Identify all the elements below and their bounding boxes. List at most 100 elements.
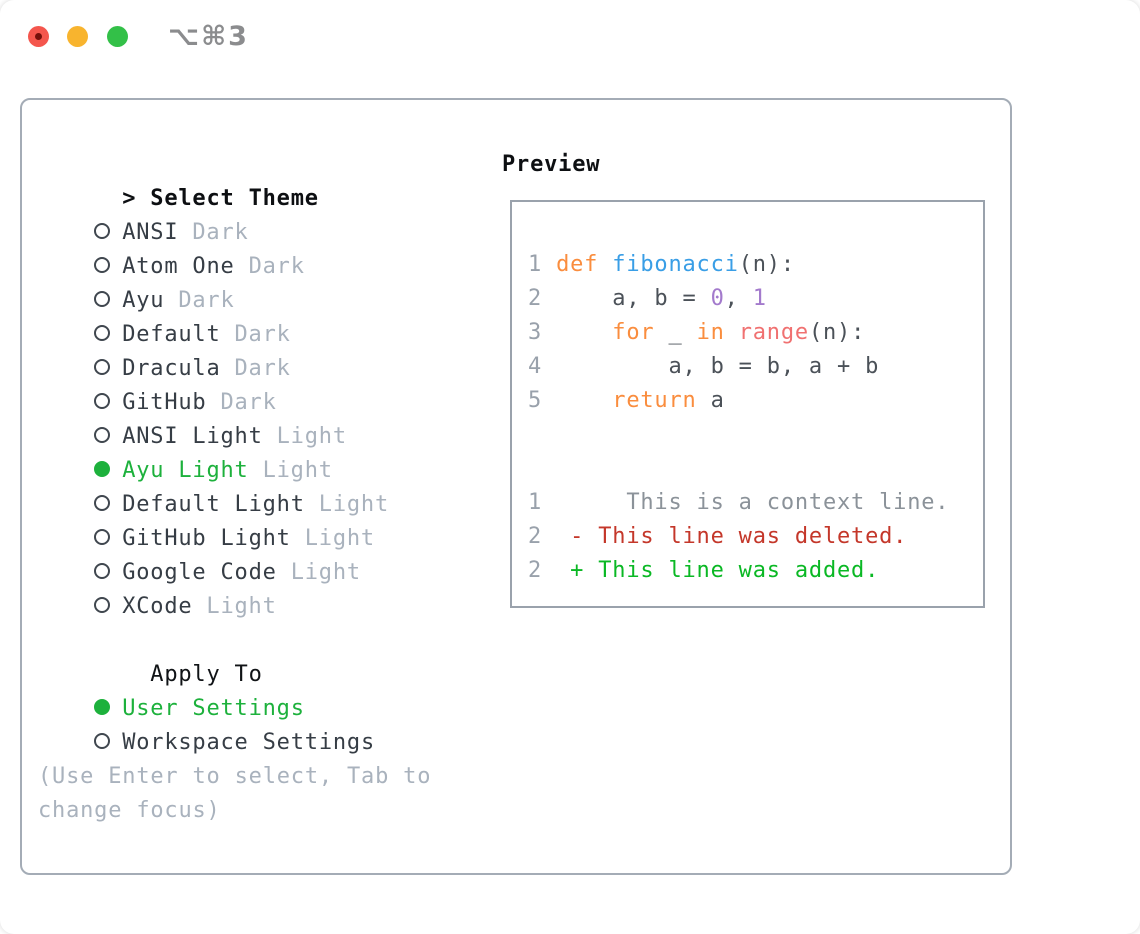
option-tag: Dark (178, 288, 235, 313)
apply-to-list: User Settings Workspace Settings (38, 658, 488, 755)
line-number: 3 (528, 320, 557, 345)
apply-option-workspace-settings[interactable]: Workspace Settings (38, 692, 488, 755)
code-token: - This line was deleted. (556, 524, 908, 549)
code-token: a (696, 388, 725, 413)
code-token: range (738, 320, 809, 345)
option-label: User Settings (122, 696, 305, 721)
code-token: , (724, 286, 753, 311)
code-token: (n): (738, 252, 795, 277)
line-number: 2 (528, 558, 557, 583)
code-token: + This line was added. (556, 558, 880, 583)
code-line: 5 return a (528, 384, 983, 418)
theme-option-atom-one[interactable]: Atom One Dark (38, 216, 488, 279)
radio-icon (94, 216, 122, 250)
radio-icon (94, 386, 122, 420)
theme-option-google-code[interactable]: Google Code Light (38, 522, 488, 585)
theme-option-github-light[interactable]: GitHub Light Light (38, 488, 488, 551)
code-token: 0 (710, 286, 725, 311)
radio-icon (94, 726, 122, 760)
option-tag: Dark (248, 254, 305, 279)
radio-icon (94, 590, 122, 624)
radio-icon (94, 522, 122, 556)
code-token: a, b = (556, 286, 711, 311)
apply-to-title: Apply To (150, 662, 263, 687)
radio-icon (94, 454, 122, 488)
code-token: in (696, 320, 725, 345)
code-line: 2 a, b = 0, 1 (528, 282, 983, 316)
zoom-button[interactable] (107, 26, 128, 47)
code-line: 1 This is a context line. (528, 486, 983, 520)
code-line: 4 a, b = b, a + b (528, 350, 983, 384)
theme-option-default[interactable]: Default Dark (38, 284, 488, 347)
option-label: Dracula (122, 356, 221, 381)
code-line (528, 452, 983, 486)
code-token: def (556, 252, 599, 277)
option-label: GitHub Light (122, 526, 291, 551)
line-number: 2 (528, 524, 557, 549)
apply-option-user-settings[interactable]: User Settings (38, 658, 488, 721)
help-line: (Use Enter to select, Tab to (38, 764, 432, 789)
radio-icon (94, 284, 122, 318)
select-theme-header: >Select Theme (38, 148, 488, 211)
option-label: Google Code (122, 560, 277, 585)
code-token: return (612, 388, 697, 413)
minimize-button[interactable] (67, 26, 88, 47)
option-tag: Dark (220, 390, 277, 415)
code-line: 2 - This line was deleted. (528, 520, 983, 554)
theme-option-ansi-light[interactable]: ANSI Light Light (38, 386, 488, 449)
line-number: 1 (528, 252, 557, 277)
radio-icon (94, 250, 122, 284)
option-label: Ayu (122, 288, 165, 313)
code-token: (n): (808, 320, 866, 345)
option-tag: Light (262, 458, 333, 483)
radio-icon (94, 692, 122, 726)
option-tag: Light (290, 560, 361, 585)
option-tag: Light (206, 594, 277, 619)
option-label: Workspace Settings (122, 730, 375, 755)
theme-option-github[interactable]: GitHub Dark (38, 352, 488, 415)
code-token (725, 320, 739, 345)
option-tag: Dark (192, 220, 249, 245)
code-token: a, b = b, a + b (556, 354, 880, 379)
prompt-icon: > (122, 186, 137, 211)
preview-title: Preview (502, 152, 601, 177)
radio-icon (94, 318, 122, 352)
option-tag: Light (276, 424, 347, 449)
option-label: Atom One (122, 254, 235, 279)
code-token (556, 320, 612, 345)
option-label: XCode (122, 594, 193, 619)
option-tag: Light (304, 526, 375, 551)
line-number: 2 (528, 286, 557, 311)
option-label: ANSI Light (122, 424, 263, 449)
unsaved-dot-icon (35, 33, 42, 40)
option-label: Ayu Light (122, 458, 249, 483)
code-line: 1 def fibonacci(n): (528, 248, 983, 282)
option-tag: Dark (234, 322, 291, 347)
radio-icon (94, 352, 122, 386)
window-title: ⌥⌘3 (168, 21, 249, 52)
theme-option-ayu-light[interactable]: Ayu Light Light (38, 420, 488, 483)
line-number: 5 (528, 388, 557, 413)
code-token: for (612, 320, 655, 345)
theme-option-dracula[interactable]: Dracula Dark (38, 318, 488, 381)
option-label: Default (122, 322, 221, 347)
code-line (528, 418, 983, 452)
theme-option-ayu[interactable]: Ayu Dark (38, 250, 488, 313)
option-tag: Light (318, 492, 390, 517)
close-button[interactable] (28, 26, 49, 47)
help-line: change focus) (38, 798, 221, 823)
code-token: 1 (752, 286, 767, 311)
option-label: GitHub (122, 390, 207, 415)
code-token: This is a context line. (556, 490, 950, 515)
radio-icon (94, 556, 122, 590)
radio-icon (94, 420, 122, 454)
theme-option-xcode[interactable]: XCode Light (38, 556, 488, 619)
radio-icon (94, 488, 122, 522)
preview-section: Preview 1 def fibonacci(n):2 a, b = 0, 1… (502, 148, 985, 608)
